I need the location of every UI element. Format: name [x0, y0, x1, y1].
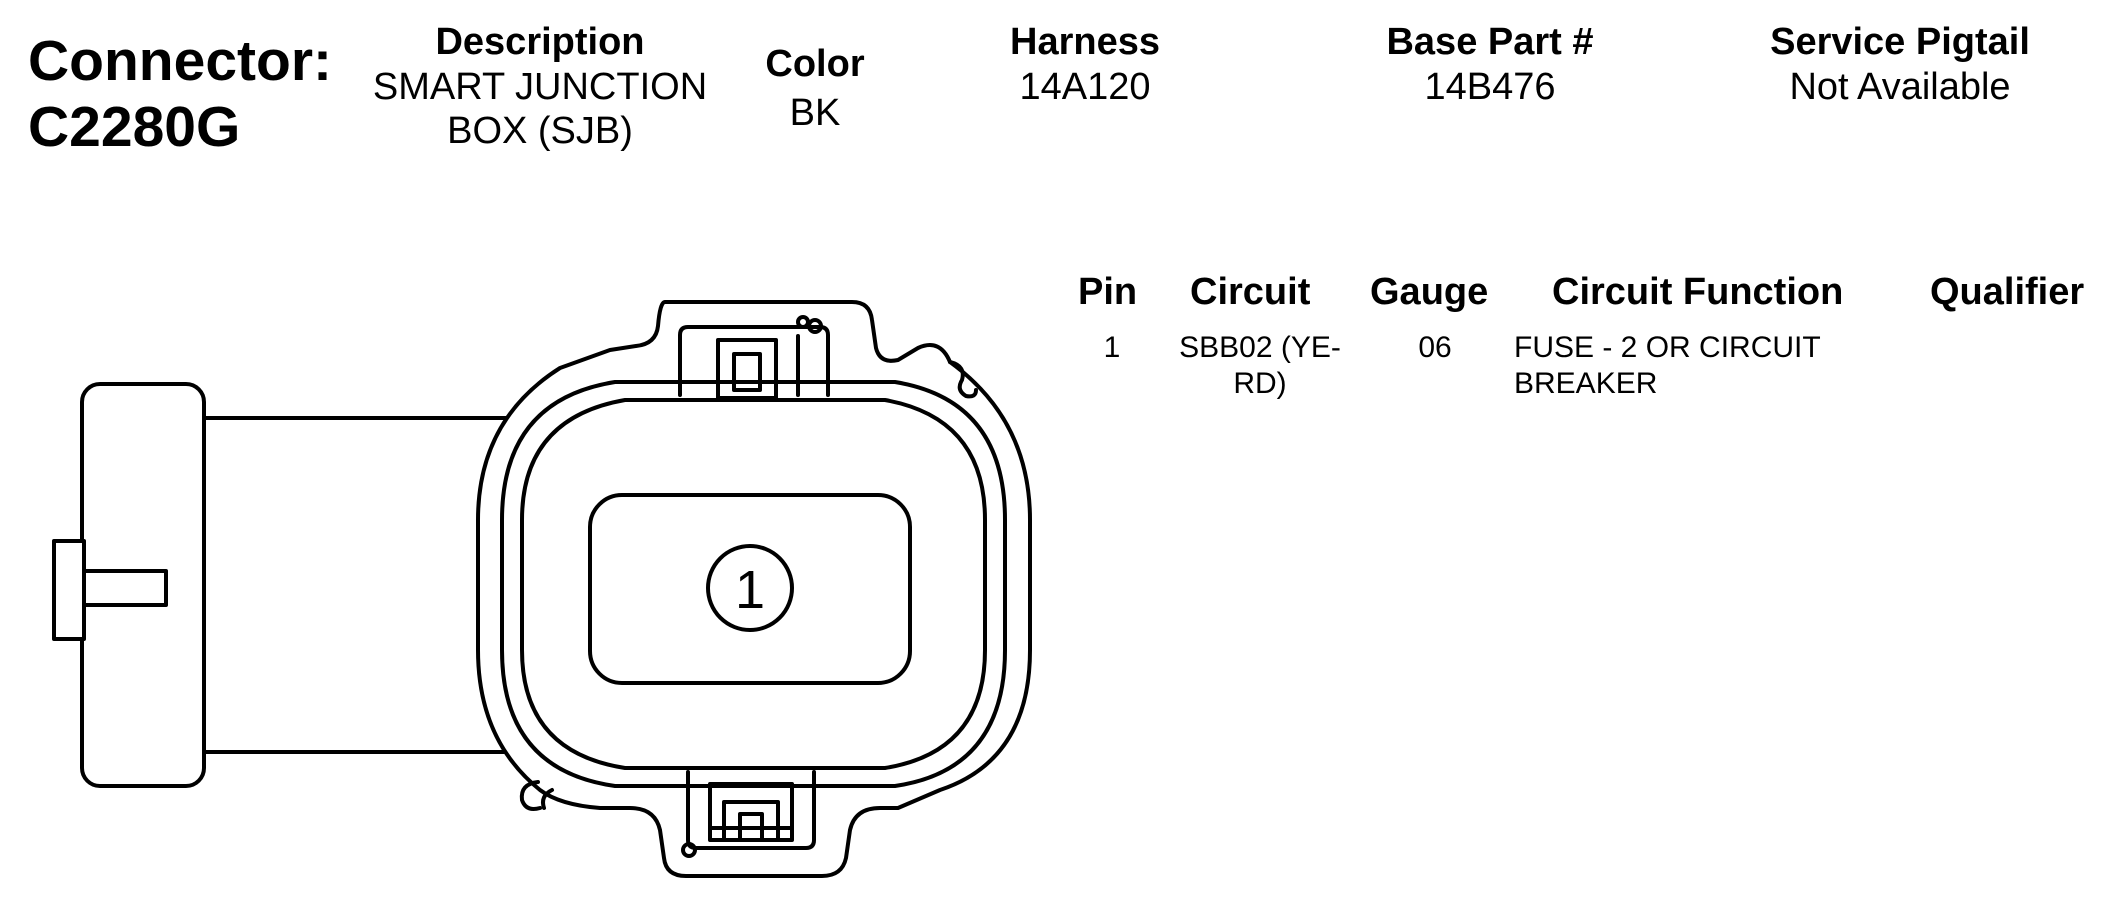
row-function-line2: BREAKER: [1514, 367, 1658, 400]
description-column: Description SMART JUNCTION BOX (SJB): [350, 20, 730, 154]
pin-cavity: [588, 493, 912, 685]
row-pin: 1: [1103, 331, 1121, 364]
bottom-latch: [519, 770, 816, 858]
table-header-qualifier: Qualifier: [1930, 271, 2085, 313]
base-part-value: 14B476: [1424, 66, 1556, 108]
row-function-line1: FUSE - 2 OR CIRCUIT: [1514, 331, 1821, 364]
top-latch: [678, 315, 978, 400]
pin-1-label: 1: [735, 560, 765, 620]
color-column: Color BK: [735, 42, 895, 136]
connector-seal-ring-outer: [500, 380, 1007, 788]
harness-header: Harness: [1010, 21, 1160, 63]
harness-column: Harness 14A120: [960, 20, 1210, 110]
connector-label: Connector:: [28, 29, 332, 93]
connector-id: C2280G: [28, 95, 241, 159]
pin-1-circle: [706, 544, 794, 632]
service-pigtail-column: Service Pigtail Not Available: [1720, 20, 2080, 110]
description-line2: BOX (SJB): [447, 110, 633, 152]
service-pigtail-value: Not Available: [1789, 66, 2011, 108]
connector-seal-ring-inner: [520, 398, 987, 770]
color-value: BK: [789, 92, 841, 134]
service-pigtail-header: Service Pigtail: [1770, 21, 2030, 63]
row-gauge: 06: [1418, 331, 1452, 364]
connector-title: Connector: C2280G: [28, 28, 332, 160]
connector-body: [52, 382, 527, 788]
table-header-pin: Pin: [1078, 271, 1138, 313]
table-header-gauge: Gauge: [1370, 271, 1489, 313]
table-header-circuit-function: Circuit Function: [1552, 271, 1844, 313]
color-header: Color: [765, 43, 865, 85]
row-circuit-line1: SBB02 (YE-: [1179, 331, 1341, 364]
table-header-circuit: Circuit: [1190, 271, 1311, 313]
row-function: FUSE - 2 OR CIRCUIT BREAKER: [1514, 330, 1874, 402]
description-line1: SMART JUNCTION: [372, 66, 708, 108]
base-part-header: Base Part #: [1386, 21, 1594, 63]
description-header: Description: [435, 21, 645, 63]
harness-value: 14A120: [1019, 66, 1151, 108]
base-part-column: Base Part # 14B476: [1340, 20, 1640, 110]
row-circuit: SBB02 (YE- RD): [1165, 330, 1355, 402]
row-circuit-line2: RD): [1233, 367, 1287, 400]
